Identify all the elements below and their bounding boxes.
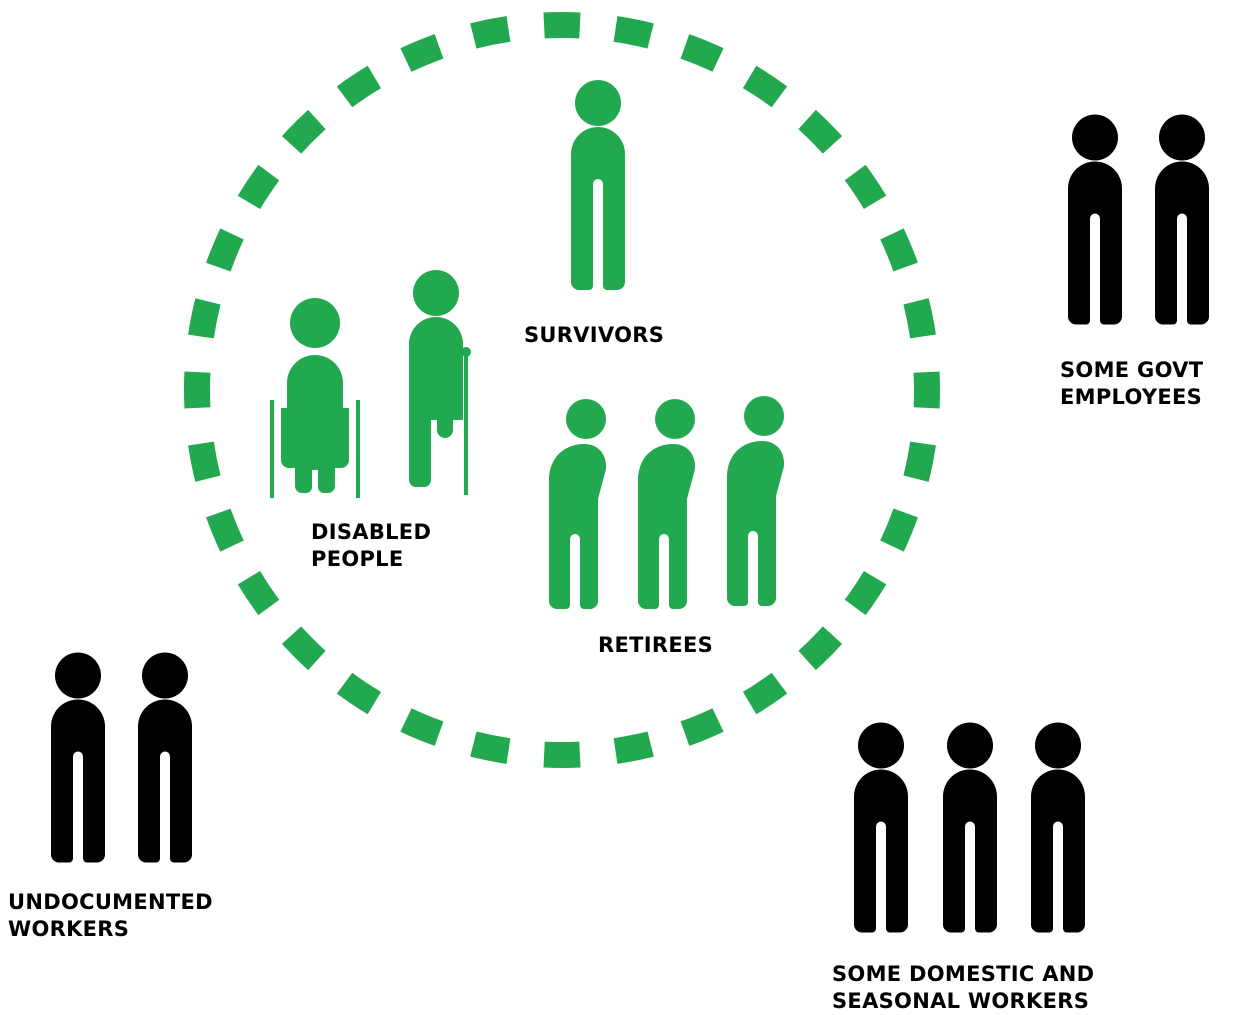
survivors-label: SURVIVORS [524,323,665,347]
undocumented-workers-label: UNDOCUMENTED WORKERS [8,890,213,941]
retirees-label: RETIREES [598,633,714,657]
domestic-seasonal-workers-label: SOME DOMESTIC AND SEASONAL WORKERS [832,962,1095,1013]
coverage-ring [184,12,940,768]
disabled-people-label: DISABLED PEOPLE [311,520,432,571]
govt-employees-label: SOME GOVT EMPLOYEES [1060,358,1204,409]
